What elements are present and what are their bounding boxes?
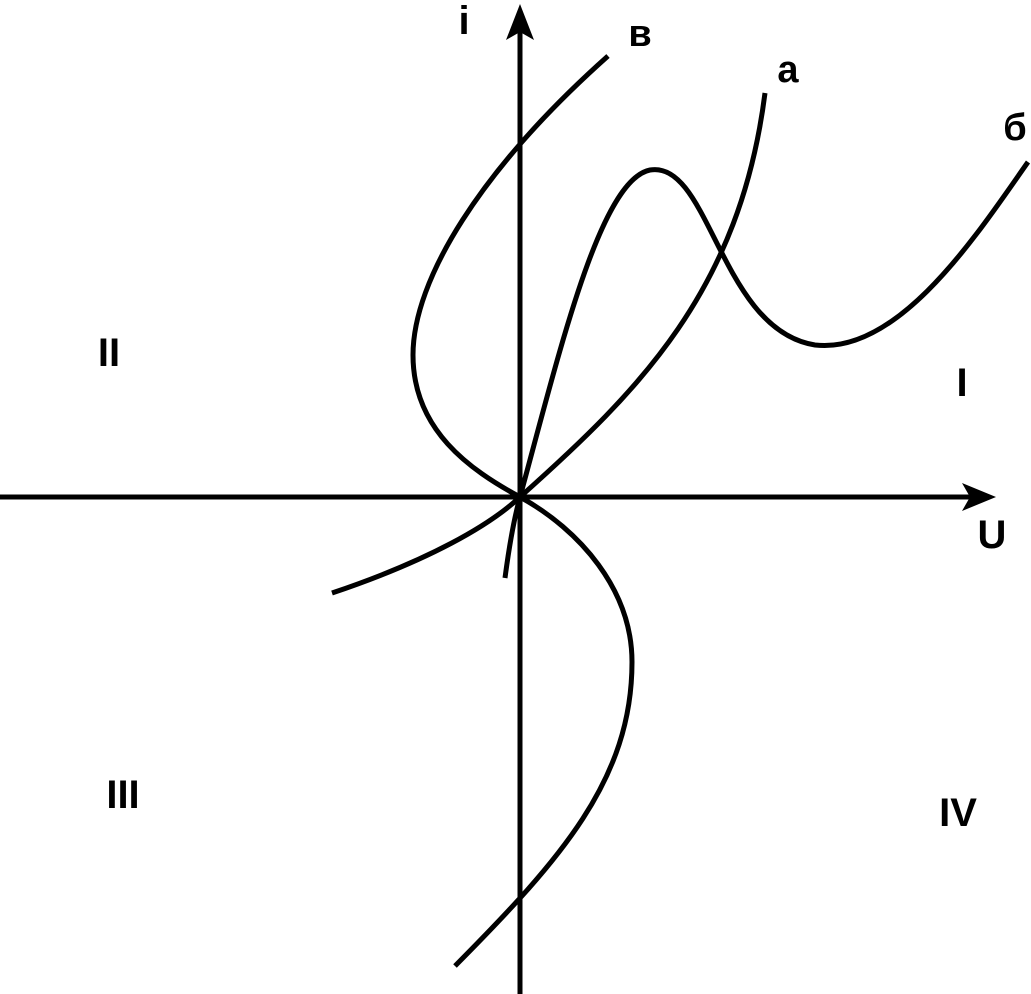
- x-axis-label: U: [978, 513, 1007, 557]
- quadrant-2-label: II: [98, 331, 120, 375]
- curve-b: [502, 160, 1031, 579]
- curve-v-label: в: [628, 13, 651, 55]
- y-axis-arrow-icon: [506, 4, 534, 40]
- quadrant-4-label: IV: [939, 791, 977, 835]
- curve-a-label: a: [777, 49, 799, 91]
- x-axis-arrow-icon: [962, 483, 996, 511]
- y-axis-label: i: [458, 0, 469, 43]
- curve-v: [410, 54, 635, 968]
- curve-a: [331, 92, 768, 596]
- quadrant-3-label: III: [106, 773, 139, 817]
- curve-b-label: б: [1003, 107, 1026, 149]
- quadrant-1-label: I: [956, 361, 967, 405]
